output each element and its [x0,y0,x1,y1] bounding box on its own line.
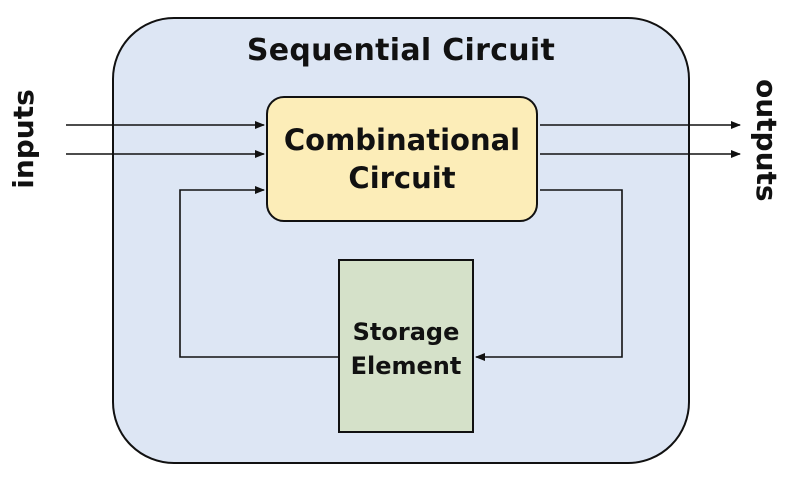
combinational-label-line1: Combinational [283,123,521,157]
combinational-label-line2: Circuit [348,161,456,195]
feedback-to-storage-arrow [475,189,623,361]
sequential-circuit-title: Sequential Circuit [246,33,556,68]
storage-label-line1: Storage [352,318,460,346]
storage-element-label: Storage Element [340,309,472,383]
storage-element-box: Storage Element [338,259,474,433]
outputs-label: outputs [750,79,783,202]
storage-label-line2: Element [350,352,462,380]
combinational-circuit-box: Combinational Circuit [266,96,538,222]
inputs-label: inputs [7,89,40,189]
combinational-circuit-label: Combinational Circuit [268,121,536,197]
feedback-from-storage-arrow [179,186,338,358]
